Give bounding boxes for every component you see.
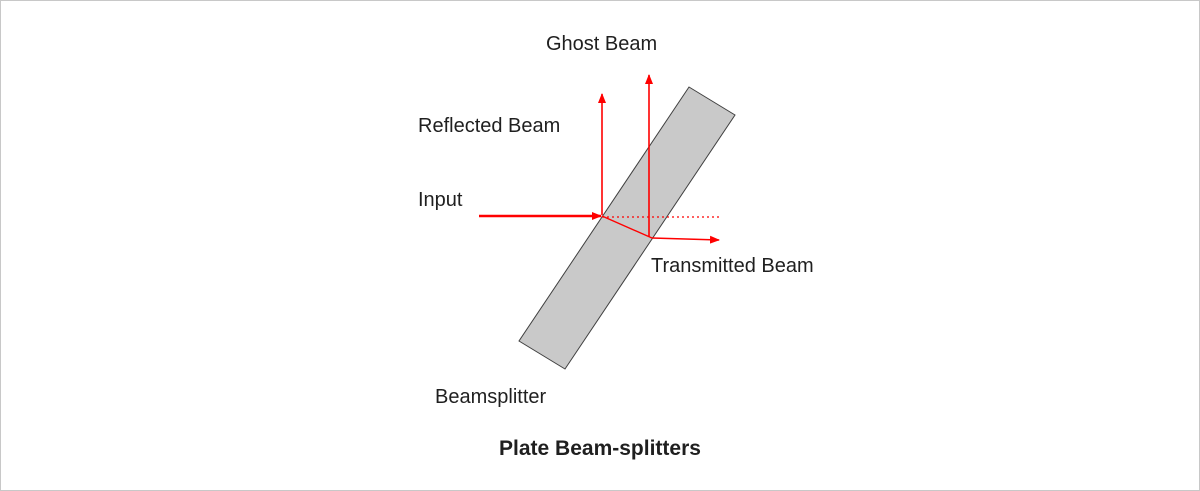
figure-title: Plate Beam-splitters <box>499 437 701 460</box>
ghost-beam-label: Ghost Beam <box>546 33 658 55</box>
input-label: Input <box>418 189 463 211</box>
beamsplitter-plate <box>518 86 736 370</box>
reflected-beam-label: Reflected Beam <box>418 115 561 137</box>
internal-refracted-beam <box>601 215 653 239</box>
transmitted-beam-label: Transmitted Beam <box>651 255 814 277</box>
beamsplitter-label: Beamsplitter <box>435 386 547 408</box>
transmitted-beam-arrow <box>651 235 720 244</box>
